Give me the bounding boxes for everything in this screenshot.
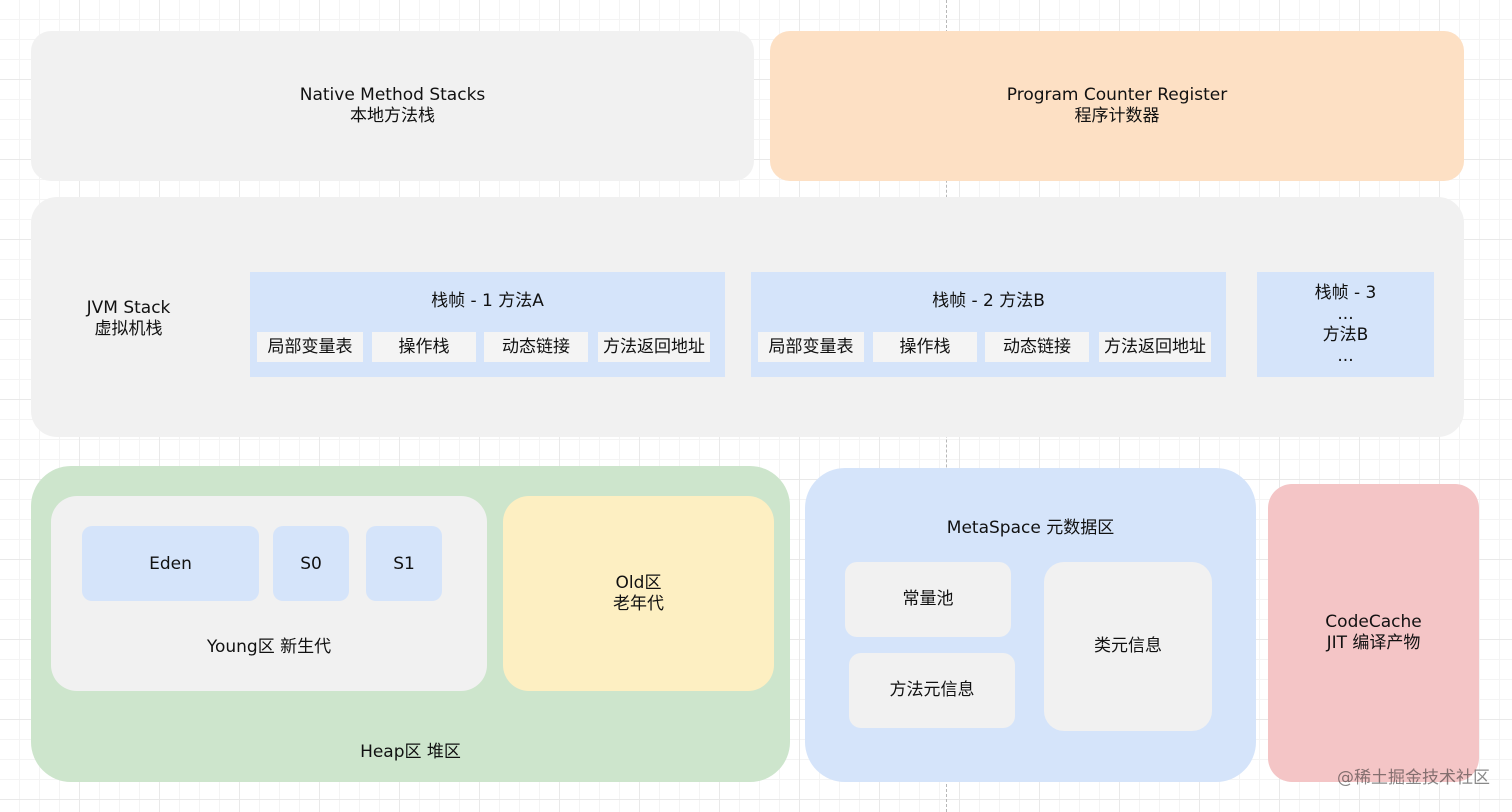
old-generation-subtitle: 老年代 (613, 593, 664, 614)
jvm-stack-title: JVM Stack (86, 298, 171, 318)
stack-frame-3-method: 方法B (1322, 324, 1369, 345)
codecache-block: CodeCache JIT 编译产物 (1268, 484, 1479, 782)
jvm-stack-block: JVM Stack 虚拟机栈 栈帧 - 1 方法A 局部变量表 操作栈 动态链接… (31, 197, 1464, 437)
native-method-stacks-block: Native Method Stacks 本地方法栈 (31, 31, 754, 181)
stack-frame-3-title: 栈帧 - 3 (1314, 282, 1377, 303)
young-generation-label: Young区 新生代 (206, 637, 332, 657)
heap-label: Heap区 堆区 (360, 742, 461, 762)
local-variable-table: 局部变量表 (257, 332, 363, 362)
jvm-stack-subtitle: 虚拟机栈 (94, 319, 163, 339)
stack-frame-1: 栈帧 - 1 方法A 局部变量表 操作栈 动态链接 方法返回地址 (250, 272, 725, 377)
eden-space: Eden (82, 526, 259, 601)
local-variable-table: 局部变量表 (758, 332, 864, 362)
survivor-s0: S0 (273, 526, 349, 601)
stack-frame-3: 栈帧 - 3 ... 方法B ... (1257, 272, 1434, 377)
class-metadata-label: 类元信息 (1094, 636, 1162, 656)
return-address: 方法返回地址 (1099, 332, 1211, 362)
stack-frame-2-title: 栈帧 - 2 方法B (932, 291, 1045, 311)
method-metadata-block: 方法元信息 (849, 653, 1015, 728)
old-generation-block: Old区 老年代 (503, 496, 774, 691)
stack-frame-3-ellipsis-bottom: ... (1337, 345, 1354, 366)
program-counter-register-title: Program Counter Register (1006, 85, 1228, 105)
stack-frame-3-ellipsis-top: ... (1337, 303, 1354, 324)
operand-stack: 操作栈 (873, 332, 977, 362)
codecache-subtitle: JIT 编译产物 (1326, 633, 1421, 653)
program-counter-register-subtitle: 程序计数器 (1074, 106, 1160, 126)
watermark: @稀土掘金技术社区 (1337, 768, 1490, 788)
metaspace-title: MetaSpace 元数据区 (946, 518, 1115, 538)
stack-frame-2: 栈帧 - 2 方法B 局部变量表 操作栈 动态链接 方法返回地址 (751, 272, 1226, 377)
young-generation-block: Eden S0 S1 Young区 新生代 (51, 496, 487, 691)
metaspace-block: MetaSpace 元数据区 常量池 方法元信息 类元信息 (805, 468, 1256, 782)
old-generation-title: Old区 (615, 572, 662, 593)
native-method-stacks-title: Native Method Stacks (299, 85, 486, 105)
dynamic-linking: 动态链接 (985, 332, 1089, 362)
class-metadata-block: 类元信息 (1044, 562, 1212, 731)
constant-pool-block: 常量池 (845, 562, 1011, 637)
jvm-stack-label: JVM Stack 虚拟机栈 (71, 297, 186, 341)
return-address: 方法返回地址 (598, 332, 710, 362)
stack-frame-1-title: 栈帧 - 1 方法A (431, 291, 544, 311)
native-method-stacks-subtitle: 本地方法栈 (350, 106, 435, 126)
codecache-title: CodeCache (1325, 612, 1422, 632)
method-metadata-label: 方法元信息 (889, 680, 975, 700)
operand-stack: 操作栈 (372, 332, 476, 362)
survivor-s1: S1 (366, 526, 442, 601)
dynamic-linking: 动态链接 (484, 332, 588, 362)
program-counter-register-block: Program Counter Register 程序计数器 (770, 31, 1464, 181)
constant-pool-label: 常量池 (902, 589, 954, 609)
heap-block: Eden S0 S1 Young区 新生代 Old区 老年代 Heap区 堆区 (31, 466, 790, 782)
